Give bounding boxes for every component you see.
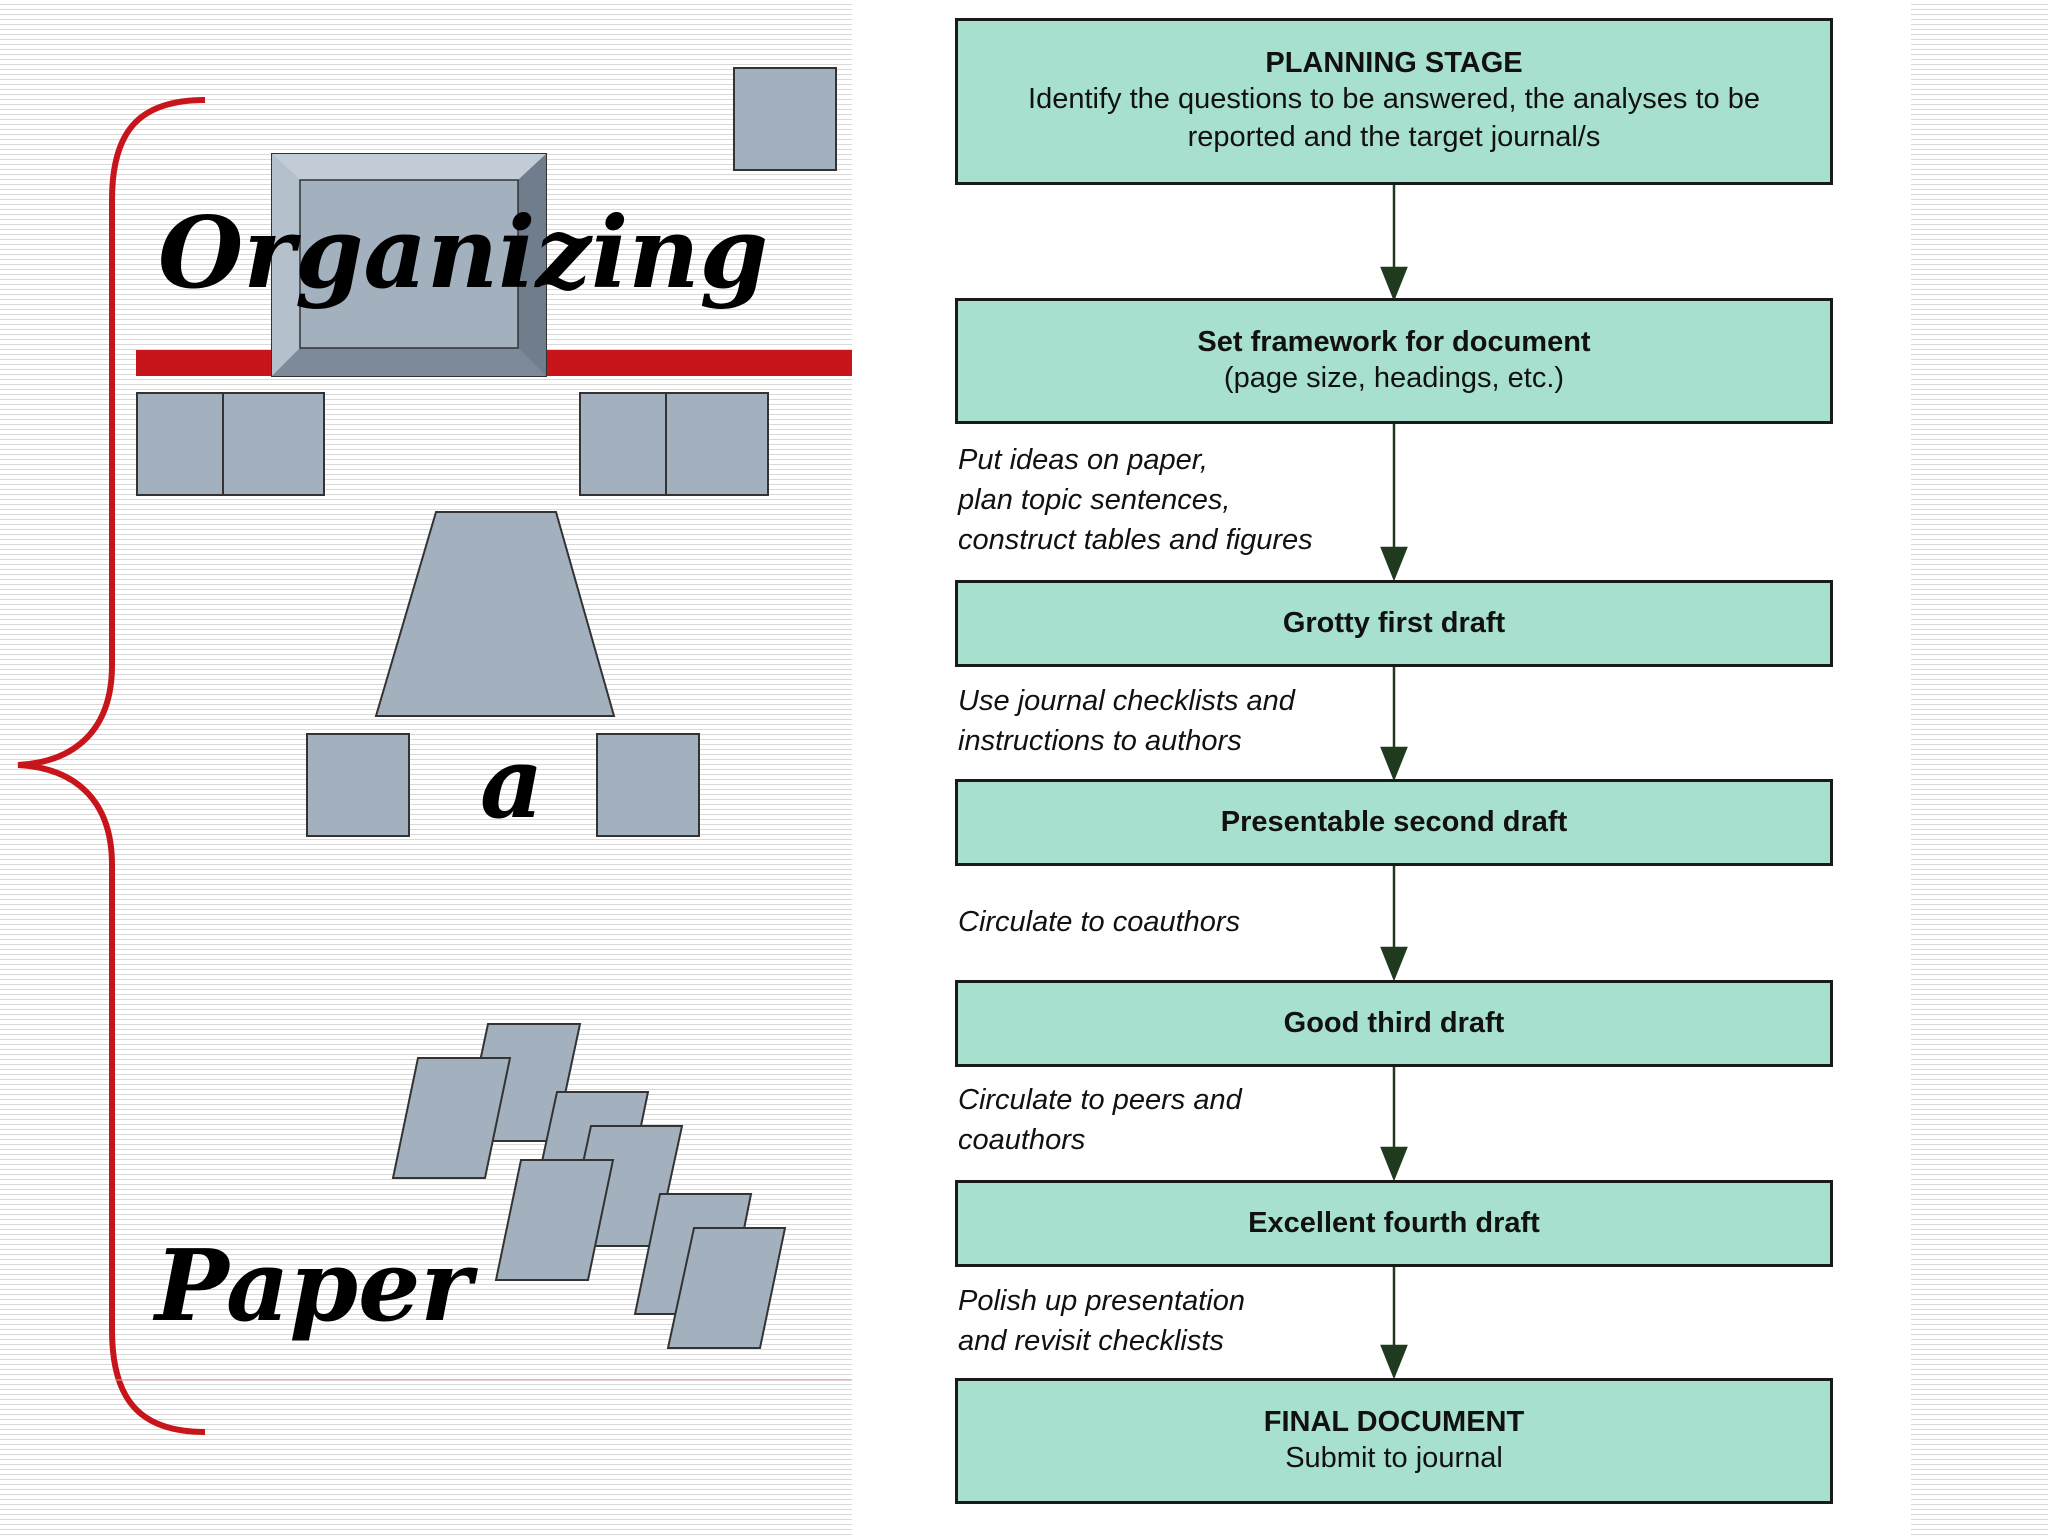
step-title: Good third draft [1283,1007,1505,1040]
flowchart-panel [852,0,1911,1536]
flow-step-framework: Set framework for document (page size, h… [955,298,1833,424]
square-shape [306,733,410,837]
step-text: Identify the questions to be answered, t… [1028,83,1760,153]
title-word-organizing: Organizing [158,196,769,311]
box-shape [136,392,224,496]
step-title: PLANNING STAGE [1265,47,1523,80]
arrow-head-icon [1380,546,1408,582]
arrow-head-icon [1380,746,1408,782]
flow-note: Circulate to coauthors [958,906,1241,938]
flow-note: Put ideas on paper, plan topic sentences… [958,444,1313,556]
title-word-paper: Paper [155,1229,473,1344]
flow-step-planning: PLANNING STAGE Identify the questions to… [955,18,1833,185]
step-title: FINAL DOCUMENT [1263,1405,1525,1438]
flow-note: Use journal checklists and instructions … [958,685,1295,757]
step-text: (page size, headings, etc.) [1223,361,1565,394]
step-text: Submit to journal [1285,1441,1503,1474]
step-title: Set framework for document [1197,325,1591,358]
paper-stack-shapes [391,1023,787,1349]
right-striped-strip [1911,0,2048,1536]
arrow-head-icon [1380,1344,1408,1380]
step-title: Excellent fourth draft [1248,1207,1540,1240]
flow-note: Polish up presentation and revisit check… [958,1285,1245,1357]
flow-note: Circulate to peers and coauthors [958,1084,1242,1156]
flow-step-third-draft: Good third draft [955,980,1833,1067]
arrow-head-icon [1380,1146,1408,1182]
square-shape [733,67,837,171]
flow-step-first-draft: Grotty first draft [955,580,1833,667]
bevel-box-shape [271,153,547,377]
flow-step-final-document: FINAL DOCUMENT Submit to journal [955,1378,1833,1504]
title-word-a: a [480,726,544,841]
flow-step-fourth-draft: Excellent fourth draft [955,1180,1833,1267]
box-shape [222,392,325,496]
step-title: Grotty first draft [1282,607,1506,640]
box-shape [665,392,769,496]
trapezoid-shape [374,511,616,717]
curly-brace-icon [17,97,206,1435]
arrow-head-icon [1380,266,1408,302]
square-shape [596,733,700,837]
arrow-head-icon [1380,946,1408,982]
flow-step-second-draft: Presentable second draft [955,779,1833,866]
step-title: Presentable second draft [1220,806,1568,839]
